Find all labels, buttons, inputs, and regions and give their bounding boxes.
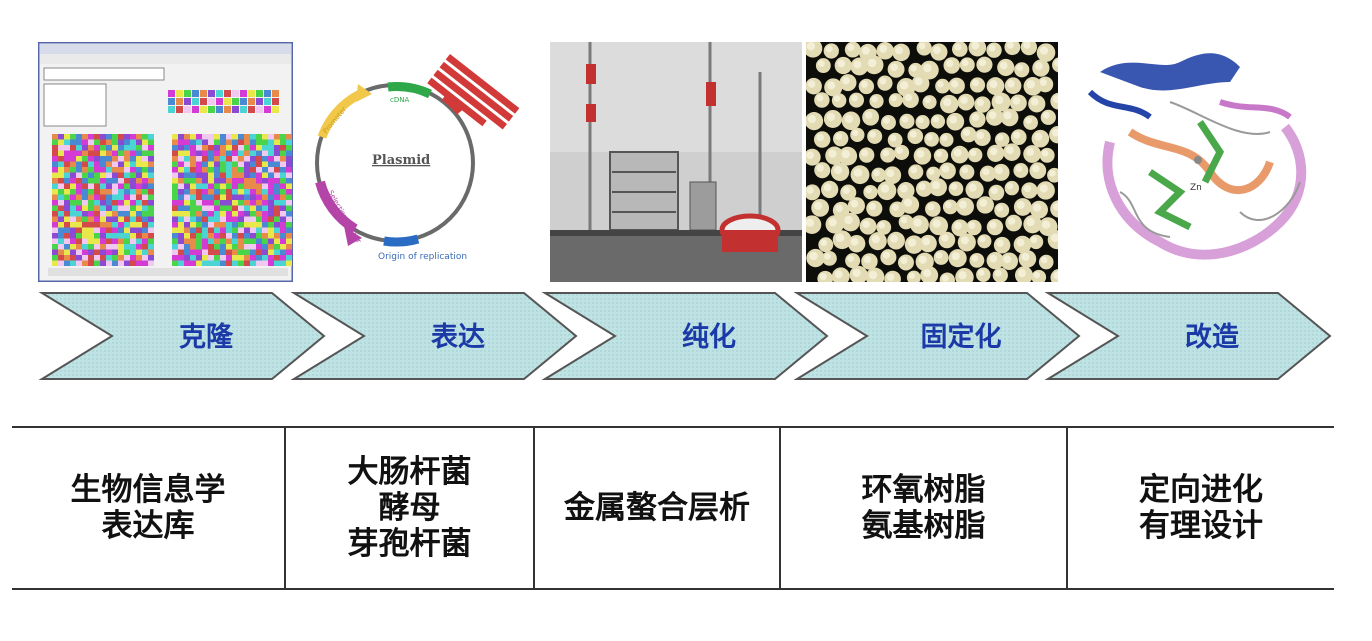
- zn-label: Zn: [1190, 183, 1202, 193]
- stage-arrow: [290, 292, 578, 380]
- sequence-alignment-image: [38, 42, 293, 282]
- method-line: 定向进化: [1139, 472, 1263, 508]
- method-text: 生物信息学表达库: [71, 472, 226, 544]
- chromatography-apparatus-image: [550, 42, 802, 282]
- method-text: 金属螯合层析: [564, 490, 750, 526]
- stage-label: 固定化: [921, 321, 1002, 353]
- stage-arrow: [541, 292, 829, 380]
- process-arrows: 克隆 表达 纯化 固定化 改造: [38, 292, 1332, 380]
- method-line: 金属螯合层析: [564, 490, 750, 526]
- method-line: 氨基树脂: [861, 508, 986, 544]
- method-cell: 定向进化有理设计: [1068, 428, 1334, 588]
- method-cell: 金属螯合层析: [535, 428, 781, 588]
- methods-table: 生物信息学表达库 大肠杆菌酵母芽孢杆菌 金属螯合层析 环氧树脂氨基树脂 定向进化有理设计: [12, 426, 1334, 590]
- stage-label: 克隆: [179, 321, 234, 353]
- cdna-label: cDNA: [390, 96, 409, 104]
- method-line: 大肠杆菌: [347, 454, 472, 490]
- method-cell: 环氧树脂氨基树脂: [781, 428, 1068, 588]
- method-cell: 大肠杆菌酵母芽孢杆菌: [286, 428, 535, 588]
- method-text: 环氧树脂氨基树脂: [862, 472, 986, 544]
- method-text: 大肠杆菌酵母芽孢杆菌: [348, 454, 472, 562]
- stage-label: 表达: [431, 322, 485, 353]
- plasmid-title: Plasmid: [372, 153, 430, 168]
- method-line: 芽孢杆菌: [347, 526, 472, 562]
- method-text: 定向进化有理设计: [1139, 472, 1263, 544]
- method-line: 有理设计: [1139, 508, 1263, 544]
- method-line: 酵母: [378, 490, 441, 526]
- resin-beads-image: [806, 42, 1058, 282]
- plasmid-map-image: Plasmid cDNA Promoter Selection marker O…: [300, 42, 545, 282]
- stage-label: 纯化: [682, 321, 736, 353]
- method-line: 生物信息学: [70, 472, 226, 508]
- stage-arrow: [1044, 292, 1332, 380]
- stage-arrow: [793, 292, 1081, 380]
- origin-label: Origin of replication: [378, 252, 467, 262]
- method-cell: 生物信息学表达库: [12, 428, 286, 588]
- stage-label: 改造: [1185, 322, 1239, 353]
- stage-arrow: [38, 292, 326, 380]
- protein-structure-image: Zn: [1070, 42, 1320, 282]
- method-line: 环氧树脂: [861, 472, 986, 508]
- method-line: 表达库: [101, 508, 195, 544]
